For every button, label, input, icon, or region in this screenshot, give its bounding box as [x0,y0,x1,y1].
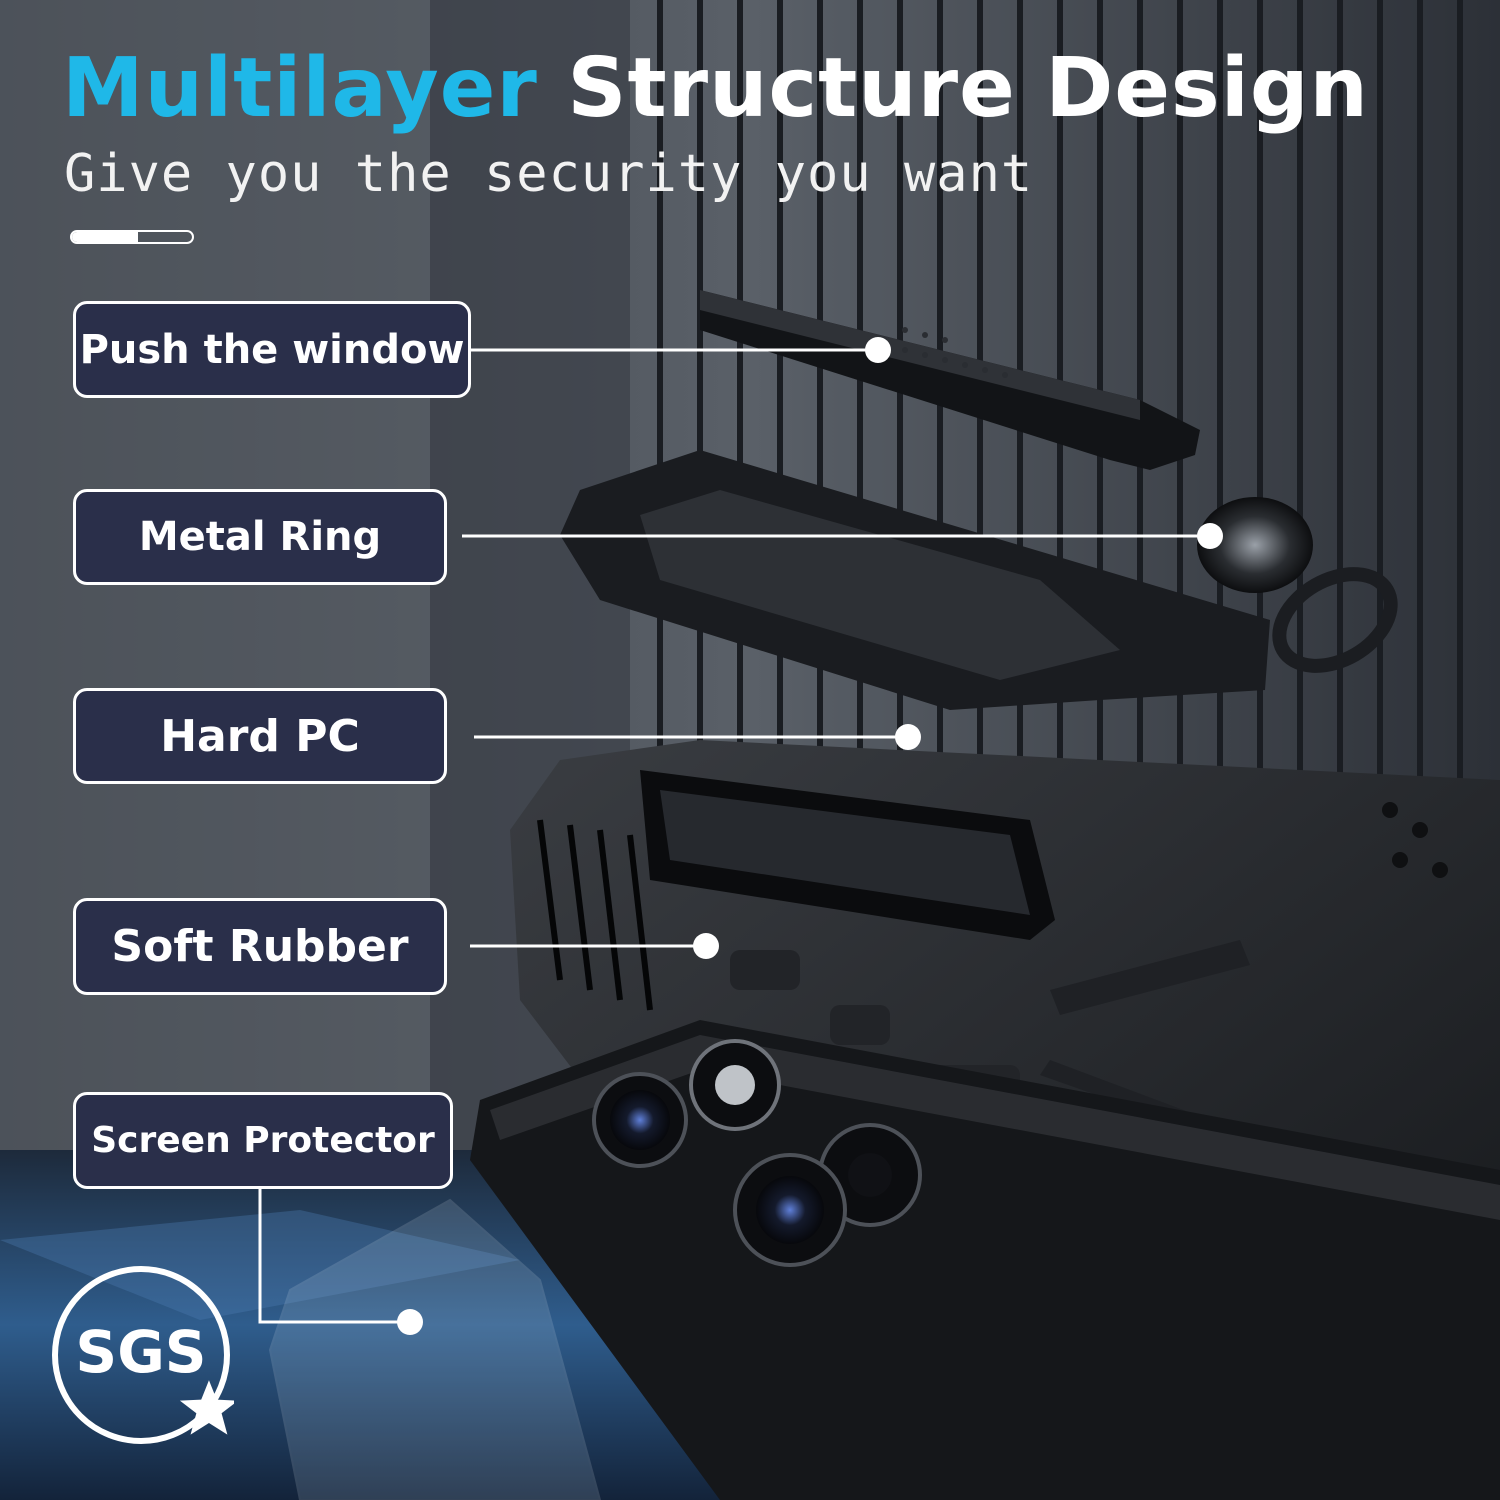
camera-lenses [592,1039,922,1267]
metal-ring [1197,497,1398,673]
page-title: Multilayer Structure Design [62,48,1369,130]
layer-label-soft-rubber: Soft Rubber [73,898,447,995]
sgs-badge: SGS [52,1266,234,1444]
layer-label-text: Hard PC [160,710,360,762]
star-icon [179,1380,234,1435]
layer-label-text: Screen Protector [91,1120,435,1161]
layer-label-text: Metal Ring [138,514,382,560]
layer-label-metal-ring: Metal Ring [73,489,447,585]
layer-label-screen-protector: Screen Protector [73,1092,453,1189]
title-accent: Multilayer [62,41,538,136]
layer-label-text: Push the window [79,326,465,373]
sgs-badge-text: SGS [75,1318,206,1386]
layer-label-push-window: Push the window [73,301,471,398]
progress-fill [72,232,138,242]
progress-indicator [70,230,194,244]
layer-label-hard-pc: Hard PC [73,688,447,784]
title-rest: Structure Design [567,41,1369,136]
subtitle: Give you the security you want [64,144,1034,204]
layer-label-text: Soft Rubber [111,921,409,972]
